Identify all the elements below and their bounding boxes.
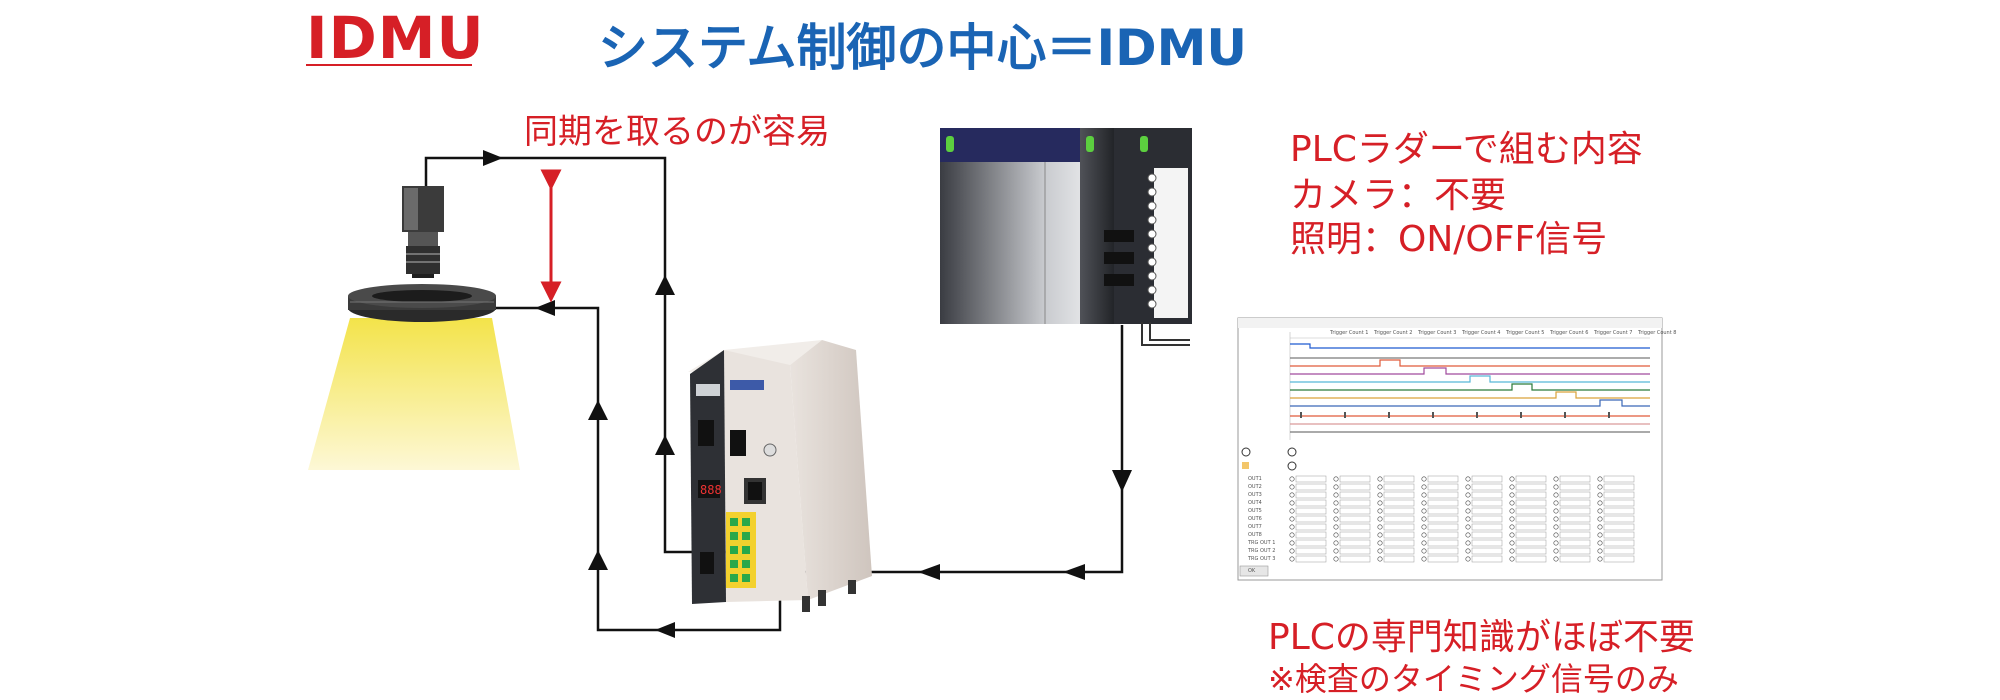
plc-unit-icon <box>940 128 1192 346</box>
software-row-label: OUT1 <box>1248 476 1262 482</box>
software-row-label: OUT8 <box>1248 532 1262 538</box>
line-arrowheads <box>483 150 1132 638</box>
sync-label: 同期を取るのが容易 <box>524 112 830 152</box>
software-row-label: TRG OUT 2 <box>1248 548 1276 554</box>
software-trigger-label: Trigger Count 7 <box>1594 330 1633 336</box>
camera-icon <box>402 186 444 278</box>
software-trigger-label: Trigger Count 2 <box>1374 330 1413 336</box>
page-title: システム制御の中心＝IDMU <box>598 19 1247 77</box>
software-row-label: OUT4 <box>1248 500 1262 506</box>
software-row-label: OUT7 <box>1248 524 1262 530</box>
software-row-label: OUT6 <box>1248 516 1262 522</box>
software-window-icon <box>1237 317 1663 581</box>
svg-text:888: 888 <box>700 483 722 497</box>
software-row-label: OUT5 <box>1248 508 1262 514</box>
plc-note-line-2: カメラ：不要 <box>1290 175 1507 216</box>
conclusion-text: PLCの専門知識がほぼ不要 <box>1268 617 1695 658</box>
software-row-label: OUT3 <box>1248 492 1262 498</box>
software-trigger-label: Trigger Count 5 <box>1506 330 1545 336</box>
ring-light-icon <box>348 284 496 322</box>
footnote-text: ※検査のタイミング信号のみ <box>1268 660 1679 698</box>
software-trigger-label: Trigger Count 6 <box>1550 330 1589 336</box>
signal-lines <box>424 156 1124 632</box>
software-trigger-label: Trigger Count 1 <box>1330 330 1369 336</box>
software-ok-button[interactable]: OK <box>1248 568 1256 574</box>
plc-note-line-3: 照明：ON/OFF信号 <box>1290 219 1608 260</box>
software-row-label: TRG OUT 1 <box>1248 540 1276 546</box>
software-row-label: TRG OUT 3 <box>1248 556 1276 562</box>
software-trigger-label: Trigger Count 8 <box>1638 330 1677 336</box>
software-settings-grid <box>1289 475 1635 563</box>
plc-note-line-1: PLCラダーで組む内容 <box>1290 129 1643 170</box>
software-trigger-label: Trigger Count 3 <box>1418 330 1457 336</box>
logo-underline <box>306 64 472 66</box>
software-trigger-label: Trigger Count 4 <box>1462 330 1501 336</box>
idmu-logo-text: IDMU <box>306 4 485 72</box>
light-beam <box>308 318 520 470</box>
software-row-label: OUT2 <box>1248 484 1262 490</box>
idmu-controller-icon: 888 <box>688 340 872 612</box>
